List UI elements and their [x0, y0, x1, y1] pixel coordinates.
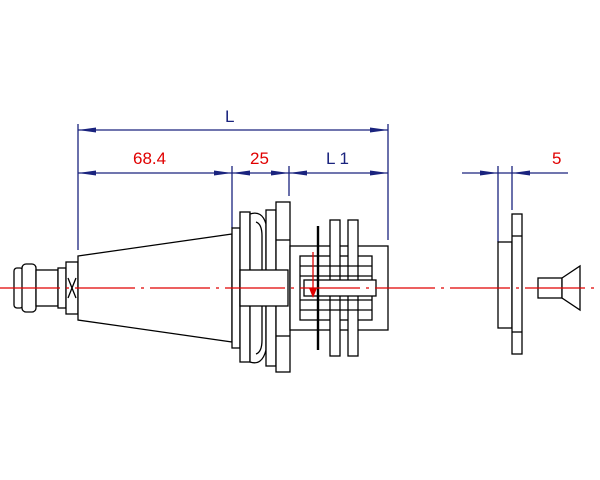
washer-body	[497, 241, 513, 329]
washer	[497, 213, 523, 355]
dimension-label-flange: 25	[250, 149, 269, 168]
arrow-flange-left	[232, 170, 250, 176]
flange	[231, 201, 291, 373]
arrow-adapter-left	[289, 170, 307, 176]
dimension-lines	[77, 124, 568, 250]
dimension-label-adapter: L 1	[326, 149, 349, 168]
adapter-red-arrow	[309, 288, 317, 298]
arrow-flange-right	[271, 170, 289, 176]
dimension-label-taper: 68.4	[133, 149, 166, 168]
arrow-washer-left	[480, 170, 498, 176]
arrow-washer-right	[512, 170, 530, 176]
knob-hatch-2	[67, 277, 77, 299]
arrow-overall-right	[370, 127, 388, 133]
arrow-taper-right	[214, 170, 232, 176]
dimension-label-washer: 5	[552, 149, 561, 168]
washer-plate	[511, 213, 523, 355]
dimension-label-overall: L	[225, 107, 234, 126]
arrow-adapter-right	[370, 170, 388, 176]
arrow-overall-left	[78, 127, 96, 133]
arrow-taper-left	[78, 170, 96, 176]
